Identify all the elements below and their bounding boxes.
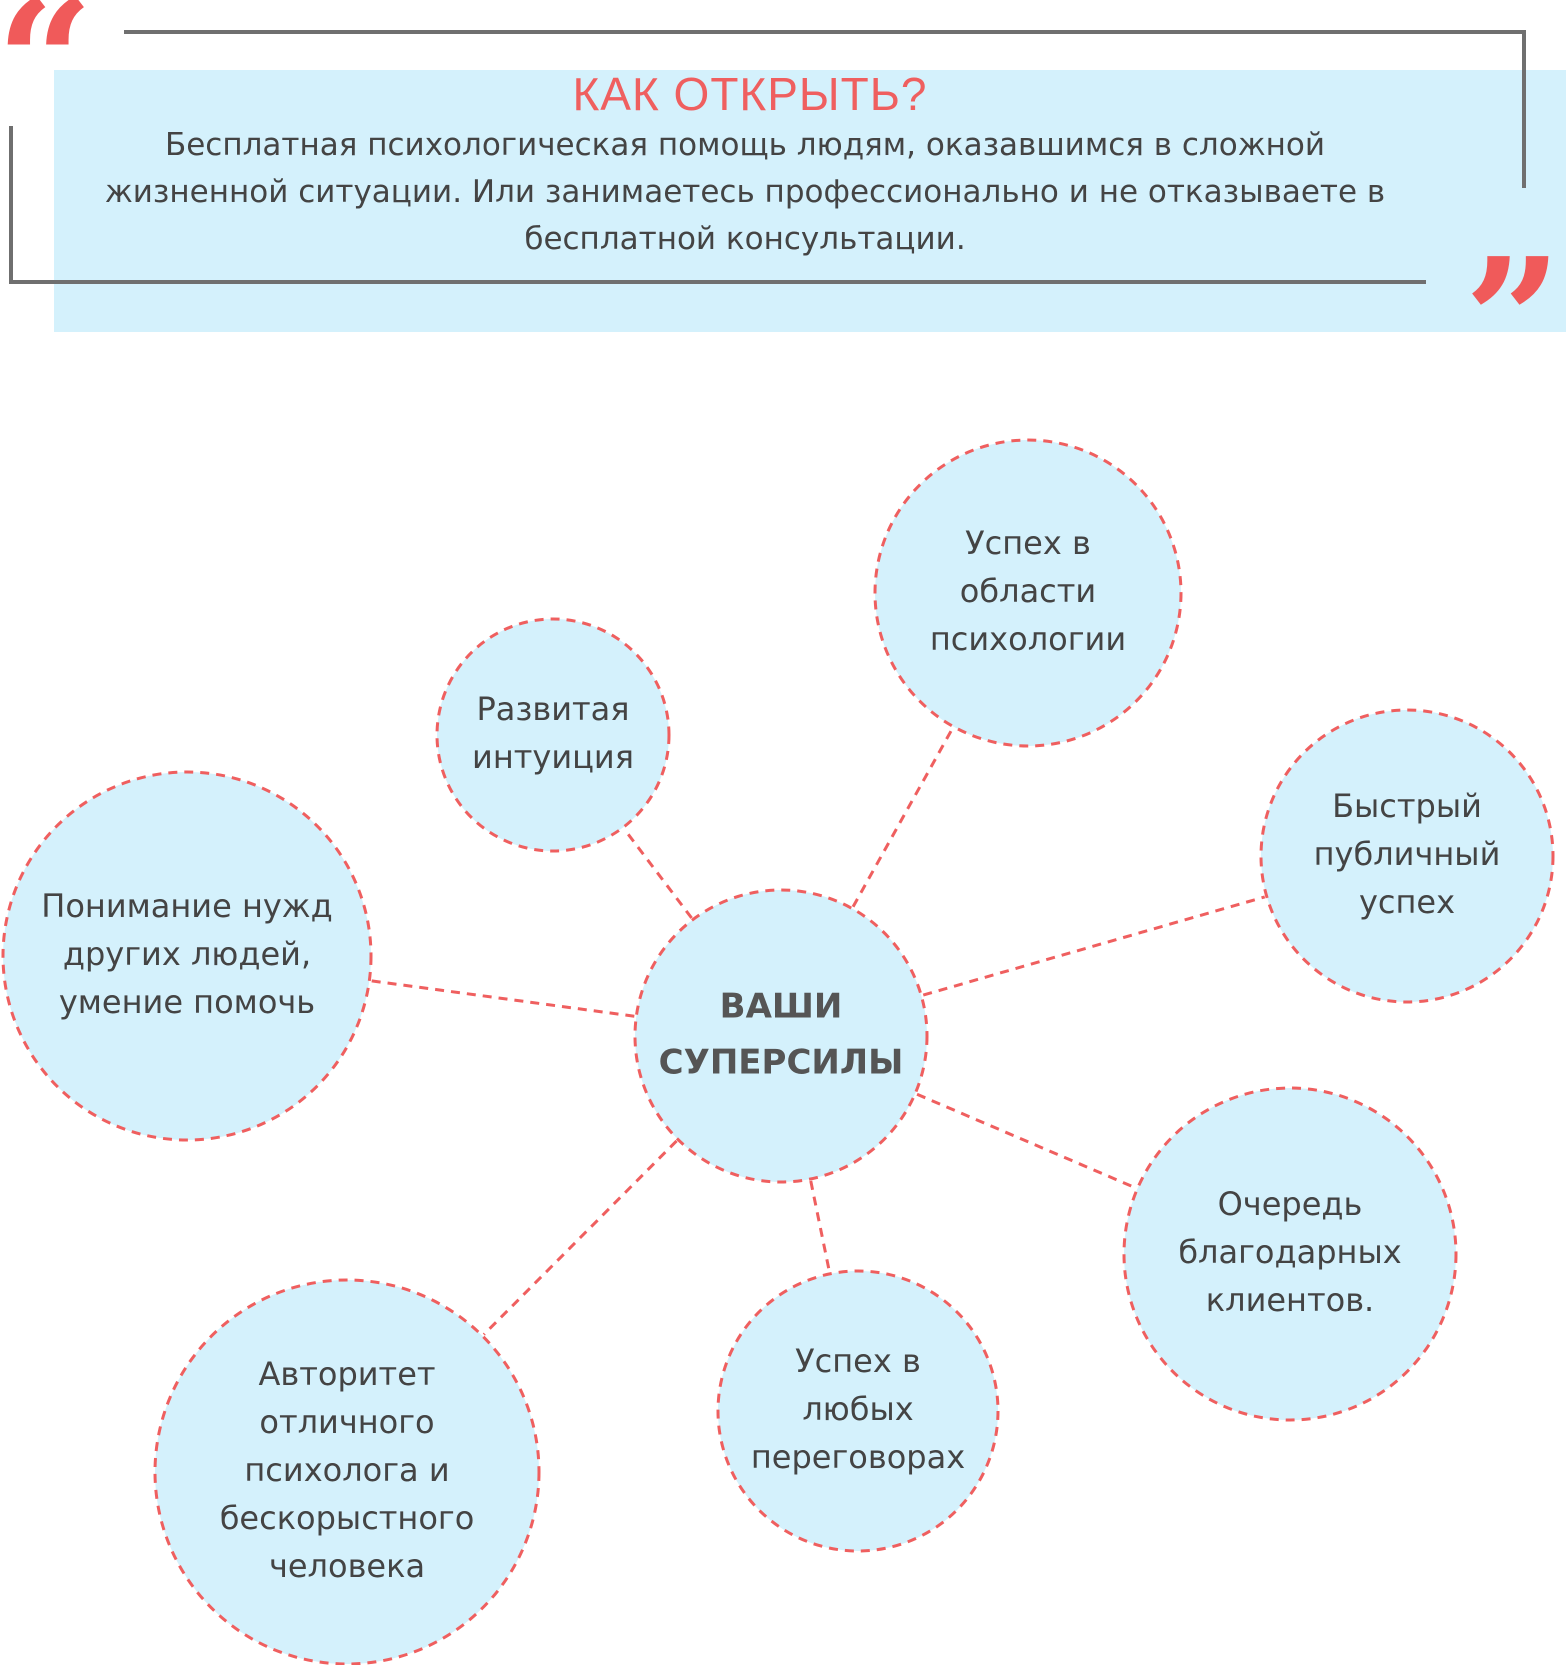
node-label-line: психологии [930, 620, 1126, 658]
quote-frame-bottom [9, 280, 1426, 284]
node-label: Быстрый публичный успех [1314, 787, 1501, 921]
node-label-line: переговорах [751, 1438, 965, 1476]
quote-frame-right [1522, 30, 1526, 188]
connector-public-success [922, 895, 1266, 997]
node-label-line: интуиция [472, 738, 634, 776]
node-negotiations: Успех в любых переговорах [716, 1269, 1000, 1553]
center-label: ВАШИ СУПЕРСИЛЫ [659, 987, 904, 1083]
node-label-line: публичный [1314, 835, 1501, 873]
connector-authority [482, 1139, 678, 1336]
connector-success-psychology [851, 727, 954, 908]
connector-understanding-needs [371, 979, 635, 1018]
node-label-line: человека [269, 1547, 425, 1585]
node-label-line: успех [1359, 883, 1455, 921]
node-label: Понимание нужд других людей, умение помочь [41, 887, 333, 1021]
node-label-line: Авторитет [258, 1355, 435, 1393]
quote-frame-top [124, 30, 1526, 34]
node-success-psychology: Успех в области психологии [873, 438, 1183, 748]
node-label-line: Успех в [965, 524, 1091, 562]
node-understanding-needs: Понимание нужд других людей, умение помочь [1, 770, 373, 1142]
node-intuition: Развитая интуиция [435, 617, 671, 853]
node-label-line: психолога и [244, 1451, 449, 1489]
node-label: Очередь благодарных клиентов. [1178, 1185, 1401, 1319]
node-grateful-clients: Очередь благодарных клиентов. [1122, 1086, 1458, 1422]
node-label-line: отличного [259, 1403, 434, 1441]
quote-frame-left [9, 126, 13, 284]
node-label-line: Понимание нужд [41, 887, 333, 925]
node-circle [1122, 1086, 1458, 1422]
node-label: Развитая интуиция [472, 690, 634, 776]
center-circle [633, 888, 929, 1184]
node-label-line: клиентов. [1206, 1281, 1374, 1319]
node-label: Авторитет отличного психолога и бескорыстно… [220, 1355, 475, 1585]
node-label-line: Быстрый [1332, 787, 1482, 825]
open-quote-icon: “ [0, 0, 94, 163]
node-circle [153, 1278, 541, 1665]
connector-negotiations [809, 1180, 831, 1273]
node-circle [716, 1269, 1000, 1553]
node-label-line: Успех в [795, 1342, 921, 1380]
node-label-line: благодарных [1178, 1233, 1401, 1271]
node-label-line: Очередь [1218, 1185, 1363, 1223]
close-quote-icon: ” [1464, 221, 1562, 421]
node-label-line: ВАШИ [720, 987, 843, 1027]
node-circle [1, 770, 373, 1142]
header-background [54, 70, 1566, 332]
header-text: Бесплатная психологическая помощь людям,… [104, 127, 1386, 257]
node-label-line: СУПЕРСИЛЫ [659, 1043, 904, 1083]
connectors [371, 727, 1266, 1336]
header-title: КАК ОТКРЫТЬ? [572, 68, 928, 120]
node-public-success: Быстрый публичный успех [1259, 708, 1555, 1004]
node-label-line: умение помочь [59, 983, 315, 1021]
node-authority: Авторитет отличного психолога и бескорыстно… [153, 1278, 541, 1665]
connector-intuition [623, 828, 693, 919]
node-label-line: других людей, [63, 935, 311, 973]
node-label-line: области [960, 572, 1096, 610]
connector-grateful-clients [916, 1092, 1137, 1190]
node-label-line: любых [802, 1390, 913, 1428]
node-label-line: Развитая [476, 690, 629, 728]
node-label: Успех в области психологии [930, 524, 1126, 658]
node-label-line: бескорыстного [220, 1499, 475, 1537]
node-circle [1259, 708, 1555, 1004]
node-circle [435, 617, 671, 853]
node-label: Успех в любых переговорах [751, 1342, 965, 1476]
center-node: ВАШИ СУПЕРСИЛЫ [633, 888, 929, 1184]
node-circle [873, 438, 1183, 748]
